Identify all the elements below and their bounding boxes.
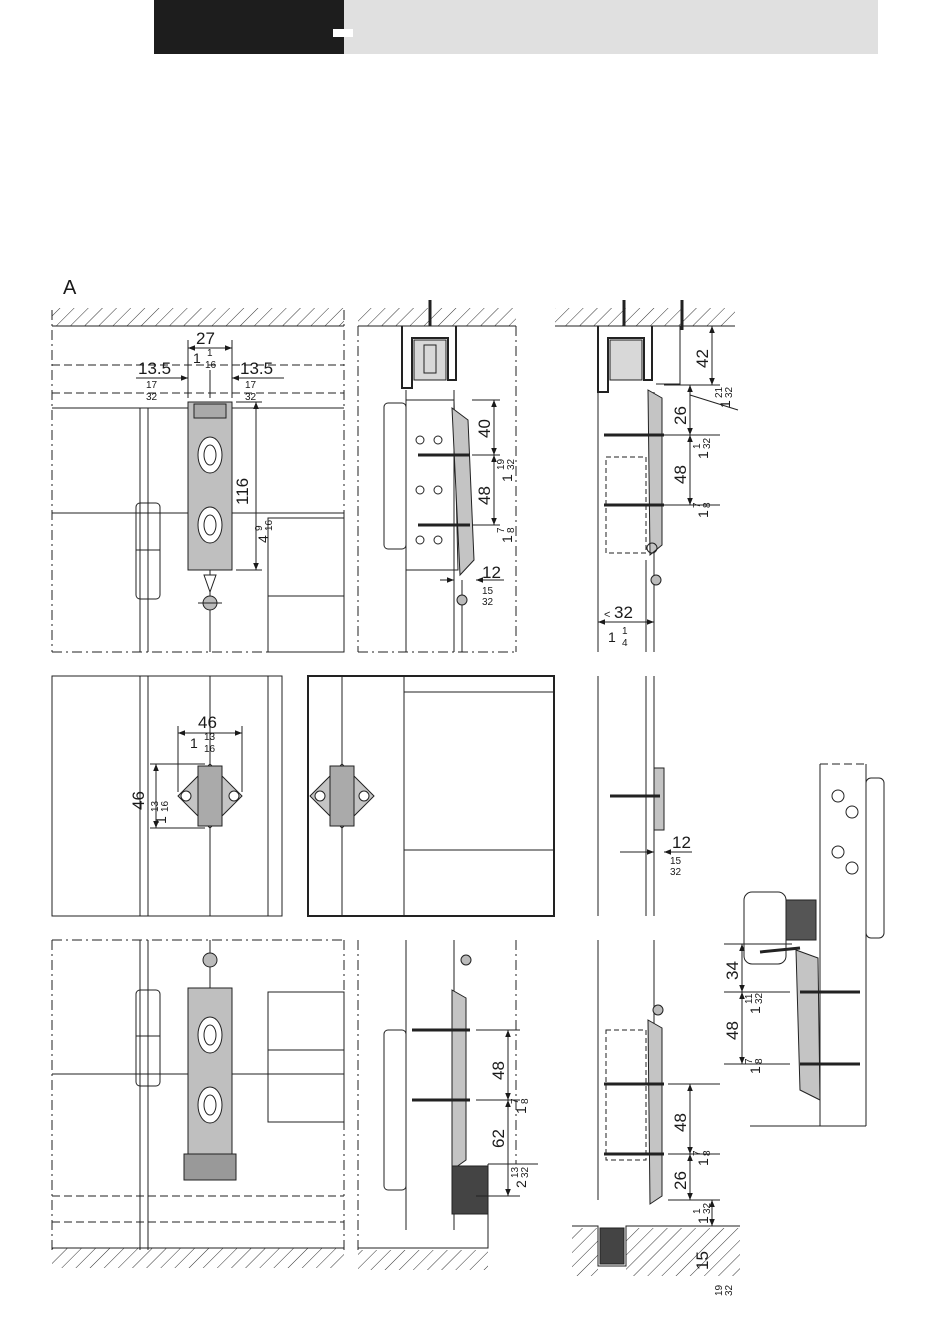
dim-34-den: 32 [754, 992, 765, 1004]
dim-42-inch: 1 [717, 400, 733, 408]
dim-42: 42 [693, 349, 712, 368]
panel-side-bottom-right [572, 940, 740, 1276]
panel-side-bottom [358, 940, 538, 1270]
dim-46-v: 46 [129, 791, 148, 810]
dim-26-b: 26 [671, 1171, 690, 1190]
dim-46-h-den: 16 [204, 744, 216, 755]
dim-48-c-inch: 1 [747, 1066, 763, 1074]
dim-26-b-inch: 1 [695, 1216, 711, 1224]
dim-32-den: 4 [622, 638, 628, 649]
dim-48-d: 48 [489, 1061, 508, 1080]
dim-46-h-inch: 1 [190, 735, 198, 751]
dim-27-num: 1 [207, 348, 213, 359]
dim-46-v-inch: 1 [153, 816, 169, 824]
dim-116: 116 [233, 478, 252, 505]
dim-26-a-inch: 1 [695, 451, 711, 459]
dim-12-a: 12 [482, 563, 501, 582]
dim-40-inch: 1 [499, 474, 515, 482]
dim-40: 40 [475, 419, 494, 438]
dim-48-e-inch: 1 [695, 1158, 711, 1166]
dim-27-inch: 1 [193, 350, 201, 366]
dim-42-den: 32 [724, 386, 735, 398]
panel-detail-box [308, 676, 554, 916]
dim-48-a-den: 8 [506, 527, 517, 533]
dim-12-b-den: 32 [670, 867, 682, 878]
dim-48-b-den: 8 [702, 502, 713, 508]
dim-26-b-den: 32 [702, 1202, 713, 1214]
dim-46-v-den: 16 [160, 800, 171, 812]
dim-48-a: 48 [475, 486, 494, 505]
dim-40-den: 32 [506, 458, 517, 470]
dim-34: 34 [723, 961, 742, 980]
dim-32-right-den: 32 [245, 392, 257, 403]
dim-32: 32 [614, 603, 633, 622]
dim-32-left-den: 32 [146, 392, 158, 403]
dim-46-h-num: 13 [204, 732, 216, 743]
dim-62-inch: 2 [513, 1180, 529, 1188]
dim-116-inch: 4 [255, 535, 271, 543]
dim-13-5-left: 13.5 [138, 359, 171, 378]
dim-48-c: 48 [723, 1021, 742, 1040]
panel-front-middle [52, 676, 282, 916]
dim-27-den: 16 [205, 360, 217, 371]
dim-48-e: 48 [671, 1113, 690, 1132]
dim-17-left-num: 17 [146, 380, 158, 391]
dim-48-a-inch: 1 [499, 535, 515, 543]
dim-46-h: 46 [198, 713, 217, 732]
dim-12-b-num: 15 [670, 856, 682, 867]
dim-12-a-num: 15 [482, 586, 494, 597]
dim-12-a-den: 32 [482, 597, 494, 608]
dim-48-e-den: 8 [702, 1150, 713, 1156]
dim-26-a-den: 32 [702, 437, 713, 449]
dim-116-den: 16 [264, 519, 275, 531]
dim-15: 15 [693, 1251, 712, 1270]
dim-15-den: 32 [724, 1284, 735, 1296]
panel-front-bottom [52, 940, 344, 1268]
dim-48-b: 48 [671, 465, 690, 484]
dim-less-than-sign: < [604, 609, 610, 621]
dim-48-d-inch: 1 [513, 1106, 529, 1114]
dim-48-c-den: 8 [754, 1058, 765, 1064]
dim-13-5-right: 13.5 [240, 359, 273, 378]
dim-62: 62 [489, 1129, 508, 1148]
dim-48-b-inch: 1 [695, 510, 711, 518]
dim-17-right-num: 17 [245, 380, 257, 391]
dim-32-inch: 1 [608, 629, 616, 645]
dim-62-den: 32 [520, 1166, 531, 1178]
dim-48-d-den: 8 [520, 1098, 531, 1104]
panel-side-middle [598, 676, 692, 916]
dim-32-num: 1 [622, 626, 628, 637]
dim-26-a: 26 [671, 406, 690, 425]
dim-12-b: 12 [672, 833, 691, 852]
dim-27: 27 [196, 329, 215, 348]
dim-34-inch: 1 [747, 1006, 763, 1014]
